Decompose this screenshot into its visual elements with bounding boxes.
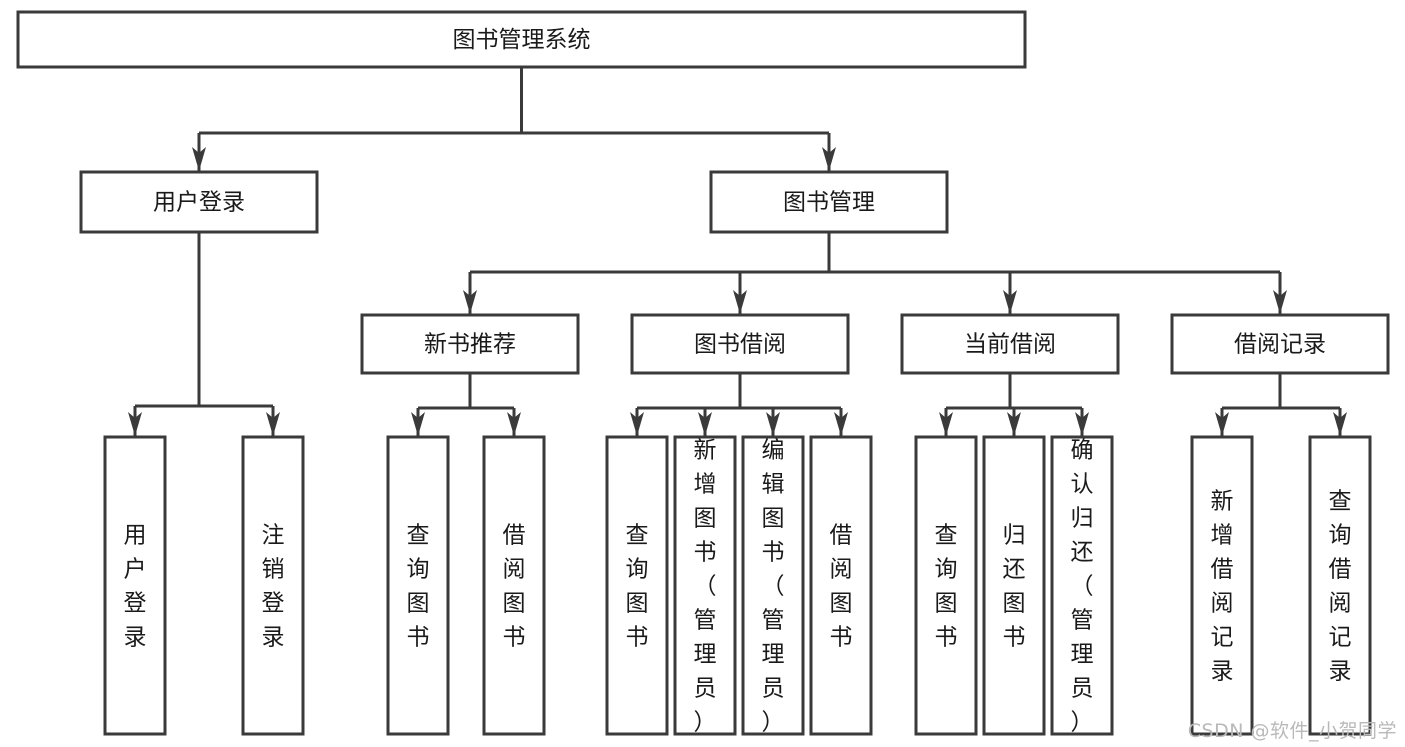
node-label: 用户登录 bbox=[153, 190, 245, 216]
node-label: 借阅记录 bbox=[1234, 332, 1326, 358]
arrowhead-icon bbox=[266, 412, 280, 436]
arrowhead-icon bbox=[128, 412, 142, 436]
arrowhead-icon bbox=[1003, 290, 1017, 314]
node-leaf-4[interactable]: 查询图书 bbox=[605, 435, 669, 736]
node-label: 归还图书 bbox=[1003, 523, 1026, 651]
arrowhead-icon bbox=[1007, 412, 1021, 436]
arrowhead-icon bbox=[411, 412, 425, 436]
node-box[interactable] bbox=[386, 435, 450, 736]
arrowhead-icon bbox=[630, 412, 644, 436]
arrowhead-icon bbox=[463, 290, 477, 314]
node-leaf-2[interactable]: 查询图书 bbox=[386, 435, 450, 736]
arrowhead-icon bbox=[939, 412, 953, 436]
arrowhead-icon bbox=[1333, 412, 1347, 436]
node-leaf-3[interactable]: 借阅图书 bbox=[482, 435, 546, 736]
node-label: 图书借阅 bbox=[694, 332, 786, 358]
node-label: 新书推荐 bbox=[424, 332, 516, 358]
nodes-layer: 图书管理系统用户登录图书管理新书推荐图书借阅当前借阅借阅记录用户登录注销登录查询… bbox=[16, 10, 1390, 736]
node-box[interactable] bbox=[1050, 435, 1114, 736]
node-leaf-0[interactable]: 用户登录 bbox=[103, 435, 167, 736]
node-box[interactable] bbox=[1190, 435, 1254, 736]
node-label: 图书管理系统 bbox=[453, 27, 591, 53]
node-box[interactable] bbox=[1308, 435, 1372, 736]
node-label: 图书管理 bbox=[783, 190, 875, 216]
node-box[interactable] bbox=[1170, 313, 1390, 375]
node-leaf-10[interactable]: 确认归还（管理员） bbox=[1050, 435, 1114, 736]
node-label: 查询借阅记录 bbox=[1329, 489, 1352, 685]
node-box[interactable] bbox=[809, 435, 873, 736]
node-leaf-6[interactable]: 编辑图书（管理员） bbox=[741, 435, 805, 736]
node-box[interactable] bbox=[16, 10, 1027, 69]
node-leaf-7[interactable]: 借阅图书 bbox=[809, 435, 873, 736]
node-l2-0[interactable]: 用户登录 bbox=[79, 170, 319, 234]
node-leaf-5[interactable]: 新增图书（管理员） bbox=[673, 435, 737, 736]
arrowhead-icon bbox=[1215, 412, 1229, 436]
node-leaf-12[interactable]: 查询借阅记录 bbox=[1308, 435, 1372, 736]
node-box[interactable] bbox=[241, 435, 305, 736]
node-leaf-11[interactable]: 新增借阅记录 bbox=[1190, 435, 1254, 736]
arrowhead-icon bbox=[766, 412, 780, 436]
node-box[interactable] bbox=[360, 313, 580, 375]
arrowhead-icon bbox=[698, 412, 712, 436]
node-box[interactable] bbox=[709, 170, 949, 234]
arrowhead-icon bbox=[733, 290, 747, 314]
node-box[interactable] bbox=[982, 435, 1046, 736]
arrowhead-icon bbox=[834, 412, 848, 436]
node-root-0[interactable]: 图书管理系统 bbox=[16, 10, 1027, 69]
node-label: 借阅图书 bbox=[830, 523, 853, 651]
node-box[interactable] bbox=[103, 435, 167, 736]
node-box[interactable] bbox=[630, 313, 850, 375]
node-box[interactable] bbox=[79, 170, 319, 234]
arrowhead-icon bbox=[192, 147, 206, 171]
arrowhead-icon bbox=[822, 147, 836, 171]
node-l2-1[interactable]: 图书管理 bbox=[709, 170, 949, 234]
arrowhead-icon bbox=[1075, 412, 1089, 436]
edges-layer bbox=[128, 67, 1347, 436]
arrowhead-icon bbox=[507, 412, 521, 436]
node-box[interactable] bbox=[482, 435, 546, 736]
node-box[interactable] bbox=[673, 435, 737, 736]
node-l3-1[interactable]: 图书借阅 bbox=[630, 313, 850, 375]
node-label: 编辑图书（管理员） bbox=[762, 438, 785, 736]
node-leaf-1[interactable]: 注销登录 bbox=[241, 435, 305, 736]
node-label: 新增图书（管理员） bbox=[694, 438, 717, 736]
node-label: 查询图书 bbox=[626, 523, 649, 651]
node-label: 查询图书 bbox=[407, 523, 430, 651]
node-label: 用户登录 bbox=[124, 523, 147, 651]
node-label: 借阅图书 bbox=[503, 523, 526, 651]
node-leaf-9[interactable]: 归还图书 bbox=[982, 435, 1046, 736]
node-label: 新增借阅记录 bbox=[1211, 489, 1234, 685]
node-label: 确认归还（管理员） bbox=[1071, 438, 1094, 736]
node-leaf-8[interactable]: 查询图书 bbox=[914, 435, 978, 736]
node-box[interactable] bbox=[605, 435, 669, 736]
arrowhead-icon bbox=[1273, 290, 1287, 314]
node-label: 查询图书 bbox=[935, 523, 958, 651]
node-label: 当前借阅 bbox=[964, 332, 1056, 358]
node-box[interactable] bbox=[900, 313, 1120, 375]
node-box[interactable] bbox=[741, 435, 805, 736]
node-label: 注销登录 bbox=[262, 523, 285, 651]
node-l3-3[interactable]: 借阅记录 bbox=[1170, 313, 1390, 375]
node-box[interactable] bbox=[914, 435, 978, 736]
node-l3-2[interactable]: 当前借阅 bbox=[900, 313, 1120, 375]
node-l3-0[interactable]: 新书推荐 bbox=[360, 313, 580, 375]
